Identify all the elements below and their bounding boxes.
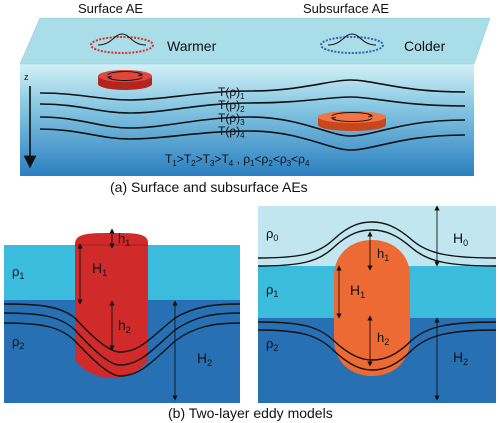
- left-H1-label: H1: [92, 260, 107, 278]
- panel-a: z Surface AE Subsurface AE Warmer Col: [19, 1, 491, 195]
- left-h2-label: h2: [118, 317, 131, 335]
- left-interface-2: [3, 312, 241, 366]
- right-upper-interface-2: [257, 229, 497, 267]
- isopycnal-labels: T(ρ)1 T(ρ)2 T(ρ)3 T(ρ)4: [218, 85, 245, 140]
- right-H1-label: H1: [350, 282, 365, 300]
- right-h1-label: h1: [377, 246, 389, 263]
- isopycnal-label-1: T(ρ)1: [218, 85, 245, 101]
- surface-eddy-disc: [98, 70, 152, 90]
- panel-b-left: ρ1 ρ2 h1 H1 h2 H2: [3, 228, 241, 403]
- right-rho1-label: ρ1: [266, 282, 278, 299]
- right-lower-interface-2: [257, 329, 497, 371]
- left-H2-label: H2: [197, 350, 212, 368]
- left-rho2-label: ρ2: [12, 334, 24, 351]
- isopycnal-label-2: T(ρ)2: [218, 98, 245, 114]
- right-rho0-label: ρ0: [266, 226, 278, 243]
- warm-ring: [90, 36, 154, 54]
- colder-label: Colder: [404, 38, 446, 54]
- right-H2-label: H2: [453, 349, 468, 367]
- isopycnal-2: [39, 96, 466, 114]
- right-h2-label: h2: [377, 330, 389, 347]
- warmer-label: Warmer: [167, 38, 217, 54]
- isopycnal-3: [39, 116, 466, 137]
- right-H0-label: H0: [453, 230, 468, 248]
- right-upper-interface-1: [257, 221, 497, 259]
- temperature-density-relation: T1>T2>T3>T4 , ρ1<ρ2<ρ3<ρ4: [165, 152, 310, 168]
- left-interface-3: [3, 322, 241, 377]
- cold-ring: [320, 36, 384, 54]
- surface-bump: [97, 33, 147, 46]
- subsurface-bump: [327, 33, 377, 46]
- left-h1-label: h1: [118, 231, 130, 248]
- left-rho1-label: ρ1: [12, 264, 24, 281]
- surface-ae-title: Surface AE: [78, 1, 143, 16]
- z-axis-label: z: [24, 72, 29, 82]
- isopycnal-4: [39, 128, 466, 151]
- right-rho2-label: ρ2: [266, 336, 278, 353]
- isopycnal-label-3: T(ρ)3: [218, 111, 245, 127]
- isopycnal-1: [39, 79, 466, 101]
- water-column: [20, 64, 474, 176]
- right-subsurface-eddy: [334, 240, 410, 376]
- caption-b: (b) Two-layer eddy models: [168, 405, 333, 421]
- left-warm-eddy: [75, 233, 148, 378]
- caption-a: (a) Surface and subsurface AEs: [110, 179, 308, 195]
- panel-b-right: ρ0 ρ1 ρ2 H0 h1 H1 h2 H2: [257, 205, 497, 403]
- left-interface-1: [3, 303, 241, 353]
- subsurface-ae-title: Subsurface AE: [303, 1, 389, 16]
- isopycnal-label-4: T(ρ)4: [218, 124, 245, 140]
- subsurface-eddy-disc: [318, 111, 386, 131]
